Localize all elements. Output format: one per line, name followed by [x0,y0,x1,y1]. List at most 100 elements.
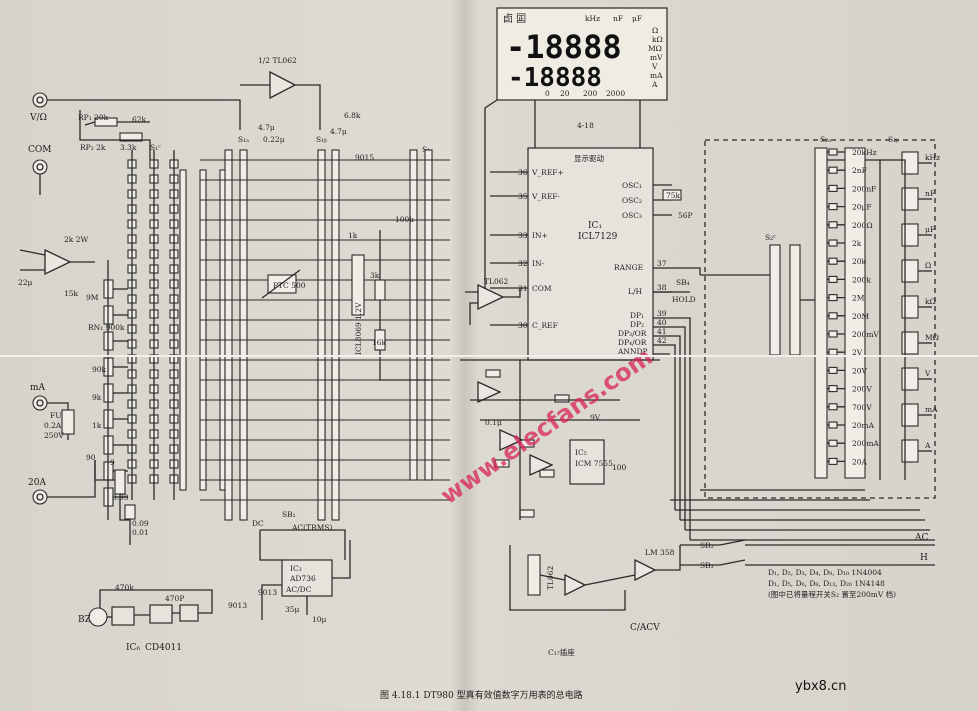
pin-label-osc1: OSC₁ [622,181,642,190]
switch-contact-columns [127,150,227,500]
resistor [494,459,510,468]
figure-number: 4-18 [577,121,594,130]
note-range-position: (图中已将量程开关S₂ 置至200mV 档) [768,589,896,599]
opamp [499,428,524,452]
pin-41: 41 [657,327,667,336]
range-label: 2V [852,348,863,357]
unit-label: kHz [925,153,940,162]
range-contact [828,294,838,302]
resistor [539,469,555,478]
c-4-7u-a: 4.7μ [258,123,275,132]
bar-tick-3: 2000 [606,89,625,98]
r-6-8k: 6.8k [344,111,361,120]
ac-trms-label: AC(TRMS) [291,523,333,532]
range-label: 200nF [852,184,876,193]
range-contact [828,439,838,447]
c-100: 100 [612,463,627,472]
note-diodes-1: D₁, D₂, D₃, D₄, D₉, D₁₀ 1N4004 [768,568,882,577]
fuse-rating-a: 0.2A [44,421,62,430]
switch-wafer-bars [200,149,450,521]
sb4-label: SB₄ [676,278,690,287]
sb1-label: SB₁ [282,510,296,519]
range-contact [828,457,838,465]
opamp [477,380,502,404]
range-switch-bank: S₂ᶜ S₂ₐ S₂ᵦ [765,135,899,479]
r-2k-2w: 2k 2W [64,235,88,244]
range-label: 2k [852,239,862,248]
range-contact [828,148,838,156]
ic2-ref: TL062 [484,277,509,286]
ad736-rms-converter: IC₃ AD736 AC/DC DC AC(TRMS) SB₁ 35μ 10μ … [228,510,351,624]
sb3-label: SB₃ [700,561,714,570]
side-unit-3: MΩ [648,44,662,53]
ic1-ref: IC₁ [588,221,602,231]
range-contact [828,257,838,265]
c-22u: 22μ [18,278,33,287]
c-35u: 35μ [285,605,300,614]
pin-label-com: COM [532,284,552,293]
ptc-label: PTC 500 [273,281,306,290]
terminal-com: COM [28,145,51,155]
pin-label-in-minus: IN- [532,259,545,268]
opamp [529,453,554,477]
rn2-label: 90k [92,365,107,374]
wafer-bar [409,149,418,481]
switch-wafer [199,169,207,491]
bar-tick-2: 200 [583,89,598,98]
side-unit-1: Ω [652,26,658,35]
rp1-label: RP₁ 20k [78,113,109,122]
transistor-9015-top: 9015 [355,153,374,162]
side-unit-6: mA [650,71,663,80]
pin-label-osc3: OSC₃ [622,211,642,220]
pin-label-cref: C_REF [532,321,558,330]
range-contact [828,366,838,374]
c-10u: 10μ [312,615,327,624]
pin-37: 37 [657,259,667,268]
sb2-label: SB₂ [700,541,714,550]
switch-wafer [179,169,187,491]
r-0-09: 0.09 [132,519,149,528]
pin-38: 38 [657,283,667,292]
range-label: 2M [852,294,865,303]
side-unit-7: A [651,80,658,89]
range-contact [828,330,838,338]
side-unit-4: mV [650,53,663,62]
rn3-label: 9k [92,393,102,402]
pin-42: 42 [657,336,667,345]
range-contact [828,203,838,211]
switch-s2b: S₂ᵦ [888,135,899,144]
cap-acv-label: C/ACV [630,623,660,633]
battery-9v: 9V [590,413,601,422]
range-label: 20M [852,312,870,321]
tl062-ic2: TL062 [465,277,521,325]
unit-label: mA [925,405,938,414]
range-label: 200k [852,275,871,284]
range-contact [828,275,838,283]
lower-wiring [460,359,660,520]
bar-tick-0: 0 [545,89,550,98]
buzzer-label: BZ [78,615,91,625]
ic3-ref: IC₃ [290,564,302,573]
pin-label-dp3: DP₃/OR [618,329,647,338]
range-label: 200mV [852,330,879,339]
wafer-bar [424,149,433,481]
note-diodes-2: D₁, D₅, D₆, D₈, D₁₃, D₂₀ 1N4148 [768,579,885,588]
icm7555: IC₅ ICM 7555 100 [569,439,627,485]
unit-label: A [924,441,931,450]
r-16k: 16k [372,338,387,347]
range-label: 200mA [852,439,879,448]
unit-label: V [924,369,931,378]
side-unit-2: kΩ [652,35,663,44]
range-label: 20μF [852,203,872,212]
rn4-label: 1k [92,421,102,430]
ic3-mode: AC/DC [285,585,312,594]
transistor-9013-a: 9013 [228,601,247,610]
unit-label: nF [925,189,935,198]
r-9: 9 [110,458,115,467]
rn5-label: 9M [86,293,99,302]
ref-ic-label: ICL8069 1.2V [354,302,363,355]
pin-label-osc2: OSC₂ [622,196,642,205]
ic6-part: CD4011 [145,643,182,653]
